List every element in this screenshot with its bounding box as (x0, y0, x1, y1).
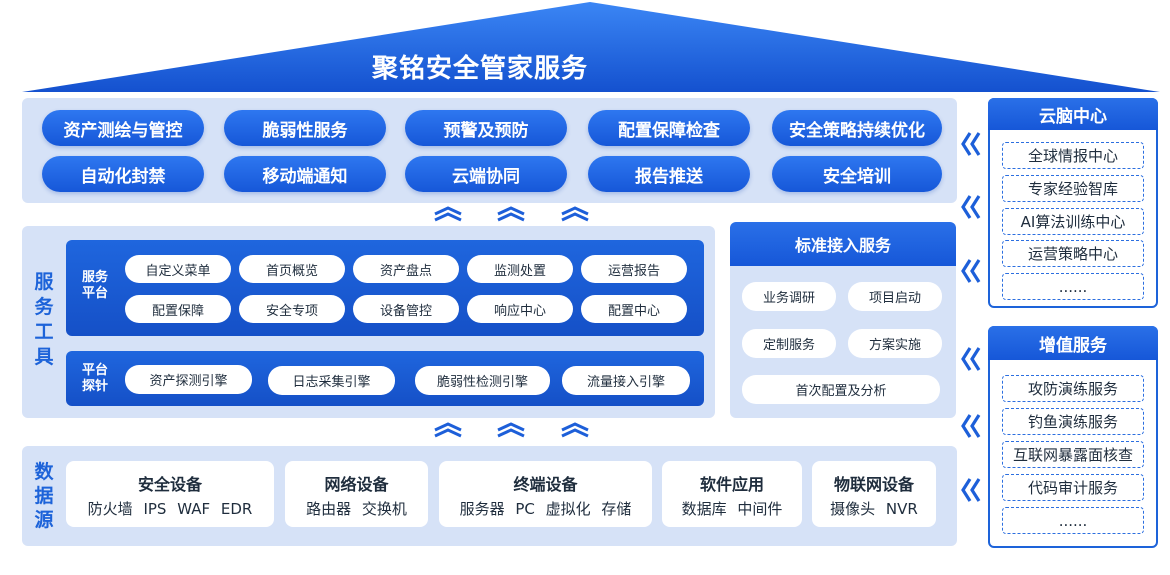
platform-probe-label-line1: 平台 (82, 363, 109, 378)
probe-item-asset-detection[interactable]: 资产探测引擎 (125, 365, 252, 394)
chevron-up-icon (497, 422, 525, 438)
platform-probe-label-line2: 探针 (82, 379, 109, 394)
source-card-terminal-devices[interactable]: 终端设备 服务器 PC 虚拟化 存储 (439, 461, 652, 527)
cloud-item-ai-training[interactable]: AI算法训练中心 (1002, 208, 1144, 235)
std-item-custom-service[interactable]: 定制服务 (742, 329, 836, 358)
chevron-up-icon (561, 206, 589, 222)
value-added-panel: 增值服务 攻防演练服务 钓鱼演练服务 互联网暴露面核查 代码审计服务 .....… (988, 326, 1158, 548)
platform-item-monitoring[interactable]: 监测处置 (467, 255, 573, 283)
service-config-check[interactable]: 配置保障检查 (588, 110, 750, 146)
probe-item-log-collection[interactable]: 日志采集引擎 (268, 366, 395, 395)
service-platform-label: 服务 平台 (82, 270, 108, 302)
source-card-title: 物联网设备 (833, 475, 914, 494)
double-chevron-left-icon (961, 132, 981, 156)
std-item-business-research[interactable]: 业务调研 (742, 282, 836, 311)
double-chevron-left-icon (961, 347, 981, 371)
platform-item-response-center[interactable]: 响应中心 (467, 295, 573, 323)
cloud-brain-title: 云脑中心 (988, 98, 1158, 130)
cloud-item-global-intel[interactable]: 全球情报中心 (1002, 142, 1144, 169)
source-card-items: 摄像头 NVR (830, 500, 918, 518)
double-chevron-left-icon (961, 478, 981, 502)
std-item-plan-implementation[interactable]: 方案实施 (848, 329, 942, 358)
value-added-title: 增值服务 (988, 326, 1158, 360)
service-vulnerability[interactable]: 脆弱性服务 (224, 110, 386, 146)
probe-item-traffic-access[interactable]: 流量接入引擎 (562, 366, 690, 395)
double-chevron-left-icon (961, 195, 981, 219)
platform-item-config-center[interactable]: 配置中心 (581, 295, 687, 323)
cloud-item-more[interactable]: ...... (1002, 273, 1144, 300)
source-card-items: 路由器 交换机 (306, 500, 407, 518)
chevron-up-icon (434, 422, 462, 438)
source-card-title: 网络设备 (324, 475, 389, 494)
service-cloud-collab[interactable]: 云端协同 (405, 156, 567, 192)
page-title: 聚铭安全管家服务 (371, 54, 588, 84)
service-mobile-notify[interactable]: 移动端通知 (224, 156, 386, 192)
source-card-items: 数据库 中间件 (681, 500, 783, 518)
std-item-first-config[interactable]: 首次配置及分析 (742, 375, 940, 404)
platform-item-security-special[interactable]: 安全专项 (239, 295, 345, 323)
platform-item-asset-inventory[interactable]: 资产盘点 (353, 255, 459, 283)
source-card-title: 安全设备 (137, 475, 202, 494)
roof-banner (22, 2, 1160, 92)
platform-probe-label: 平台 探针 (82, 363, 108, 395)
service-security-training[interactable]: 安全培训 (772, 156, 942, 192)
value-item-exposure-check[interactable]: 互联网暴露面核查 (1002, 441, 1144, 468)
data-source-label: 数据源 (34, 461, 54, 531)
source-card-items: 服务器 PC 虚拟化 存储 (459, 500, 632, 518)
service-platform-label-line1: 服务 (82, 270, 109, 285)
chevron-up-icon (561, 422, 589, 438)
service-tools-label: 服务工具 (34, 271, 54, 368)
source-card-iot-devices[interactable]: 物联网设备 摄像头 NVR (812, 461, 936, 527)
platform-item-custom-menu[interactable]: 自定义菜单 (125, 255, 231, 283)
platform-item-device-control[interactable]: 设备管控 (353, 295, 459, 323)
service-policy-optimization[interactable]: 安全策略持续优化 (772, 110, 942, 146)
chevron-up-icon (434, 206, 462, 222)
platform-item-home-overview[interactable]: 首页概览 (239, 255, 345, 283)
service-report-push[interactable]: 报告推送 (588, 156, 750, 192)
service-auto-block[interactable]: 自动化封禁 (42, 156, 204, 192)
value-item-attack-defense-drill[interactable]: 攻防演练服务 (1002, 375, 1144, 402)
standard-access-title: 标准接入服务 (730, 222, 956, 266)
service-asset-mapping[interactable]: 资产测绘与管控 (42, 110, 204, 146)
double-chevron-left-icon (961, 259, 981, 283)
chevron-up-icon (497, 206, 525, 222)
std-item-project-start[interactable]: 项目启动 (848, 282, 942, 311)
value-item-phishing-drill[interactable]: 钓鱼演练服务 (1002, 408, 1144, 435)
service-platform-label-line2: 平台 (82, 286, 109, 301)
double-chevron-left-icon (961, 414, 981, 438)
source-card-items: 防火墙 IPS WAF EDR (87, 500, 253, 518)
probe-item-vuln-detection[interactable]: 脆弱性检测引擎 (415, 366, 550, 395)
source-card-title: 终端设备 (513, 475, 578, 494)
platform-item-ops-report[interactable]: 运营报告 (581, 255, 687, 283)
value-item-code-audit[interactable]: 代码审计服务 (1002, 474, 1144, 501)
cloud-item-expert-think-tank[interactable]: 专家经验智库 (1002, 175, 1144, 202)
source-card-title: 软件应用 (699, 475, 764, 494)
source-card-security-devices[interactable]: 安全设备 防火墙 IPS WAF EDR (66, 461, 274, 527)
service-warning-prevention[interactable]: 预警及预防 (405, 110, 567, 146)
source-card-software-apps[interactable]: 软件应用 数据库 中间件 (662, 461, 802, 527)
platform-item-config-guarantee[interactable]: 配置保障 (125, 295, 231, 323)
source-card-network-devices[interactable]: 网络设备 路由器 交换机 (285, 461, 428, 527)
cloud-item-ops-strategy[interactable]: 运营策略中心 (1002, 240, 1144, 267)
value-item-more[interactable]: ...... (1002, 507, 1144, 534)
cloud-brain-panel: 云脑中心 全球情报中心 专家经验智库 AI算法训练中心 运营策略中心 .....… (988, 98, 1158, 308)
